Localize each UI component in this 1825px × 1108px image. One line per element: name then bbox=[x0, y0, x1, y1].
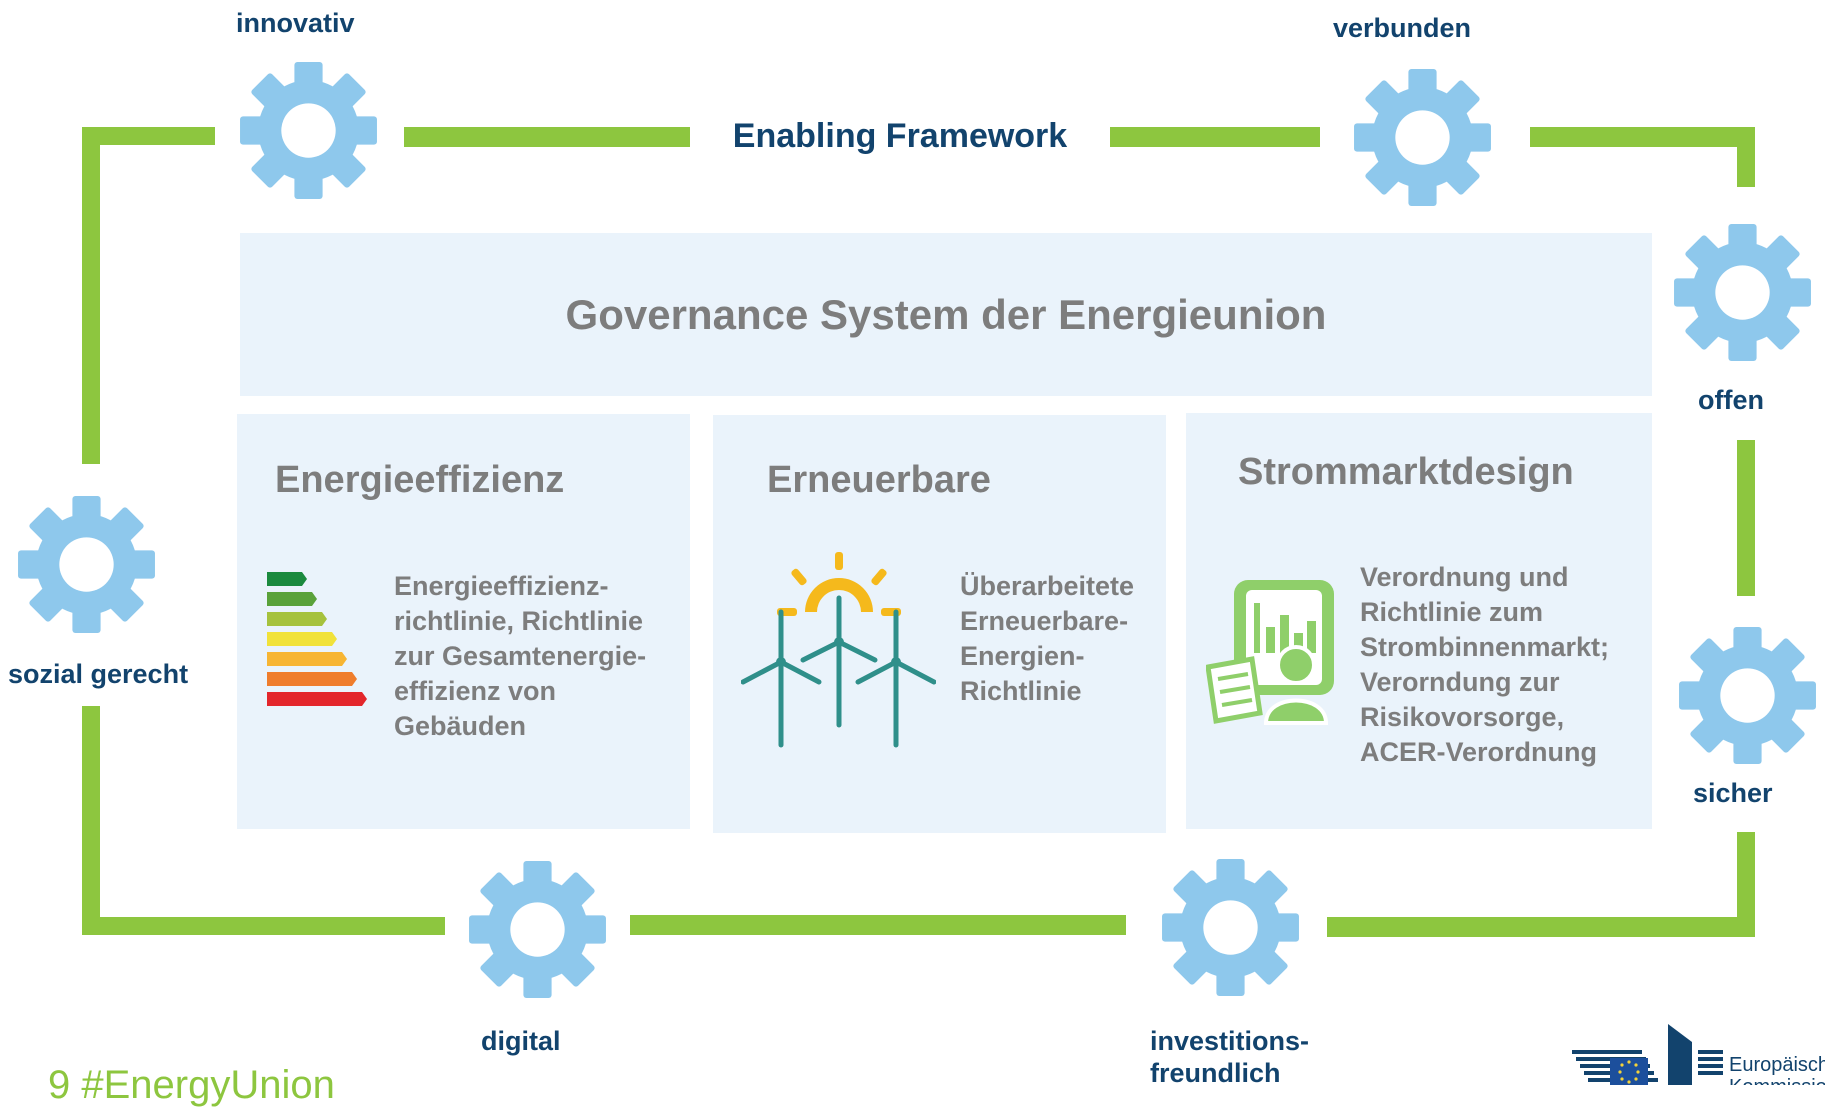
pillar-energieeffizienz: Energieeffizienz Energieeffizienz- richt… bbox=[237, 414, 690, 829]
frame-left-upper-segment bbox=[82, 127, 100, 464]
wind-turbines-sun-icon bbox=[741, 552, 936, 748]
pillar-description: Energieeffizienz- richtlinie, Richtlinie… bbox=[394, 571, 647, 741]
gear-icon-verbunden bbox=[1350, 65, 1495, 210]
pillar-description: Überarbeitete Erneuerbare- Energien- Ric… bbox=[960, 571, 1135, 706]
frame-left-lower-segment bbox=[82, 706, 100, 935]
pillar-title: Erneuerbare bbox=[767, 459, 991, 501]
footer-hashtag: 9 #EnergyUnion bbox=[48, 1063, 335, 1107]
pillar-title: Energieeffizienz bbox=[275, 459, 565, 501]
frame-top-right-segment bbox=[1530, 127, 1755, 147]
pillar-title: Strommarktdesign bbox=[1238, 451, 1574, 493]
frame-bottom-middle-segment bbox=[630, 915, 1126, 935]
frame-top-middle-right-segment bbox=[1110, 127, 1320, 147]
frame-top-left-segment bbox=[82, 127, 215, 145]
frame-right-top-segment bbox=[1737, 127, 1755, 187]
gear-icon-investitionsfreundlich bbox=[1158, 855, 1303, 1000]
enabling-framework-label: Enabling Framework bbox=[700, 116, 1100, 156]
frame-bottom-left-segment bbox=[82, 917, 445, 935]
eu-commission-logo-icon bbox=[1572, 1024, 1723, 1085]
energy-label-icon bbox=[267, 572, 367, 706]
pillar-description: Verordnung und Richtlinie zum Strombinne… bbox=[1360, 562, 1610, 767]
frame-right-middle-segment bbox=[1737, 440, 1755, 596]
label-innovativ: innovativ bbox=[236, 8, 355, 38]
gear-icon-innovativ bbox=[236, 58, 381, 203]
gear-icon-sicher bbox=[1675, 623, 1820, 768]
eu-commission-logo: Europäische Kommission bbox=[1572, 1022, 1825, 1085]
gear-icon-digital bbox=[465, 857, 610, 1002]
pillar-strommarktdesign: Strommarktdesign Verordnung und Richtlin… bbox=[1186, 413, 1652, 829]
governance-header-panel: Governance System der Energieunion bbox=[240, 233, 1652, 396]
gear-icon-offen bbox=[1670, 220, 1815, 365]
frame-bottom-right-segment bbox=[1327, 917, 1755, 937]
gear-icon-sozial-gerecht bbox=[14, 492, 159, 637]
label-offen: offen bbox=[1698, 385, 1764, 415]
market-analyst-icon bbox=[1206, 580, 1334, 725]
label-sicher: sicher bbox=[1693, 778, 1773, 808]
label-digital: digital bbox=[481, 1026, 561, 1056]
pillar-erneuerbare: Erneuerbare Übe bbox=[713, 415, 1166, 833]
label-sozial-gerecht: sozial gerecht bbox=[8, 659, 189, 689]
label-verbunden: verbunden bbox=[1333, 13, 1472, 43]
label-investitionsfreundlich: investitions- freundlich bbox=[1150, 1026, 1310, 1088]
eu-commission-logo-text: Europäische Kommission bbox=[1729, 1054, 1825, 1085]
governance-title: Governance System der Energieunion bbox=[565, 290, 1327, 338]
frame-right-lower-segment bbox=[1737, 832, 1755, 937]
frame-top-middle-left-segment bbox=[404, 127, 690, 147]
